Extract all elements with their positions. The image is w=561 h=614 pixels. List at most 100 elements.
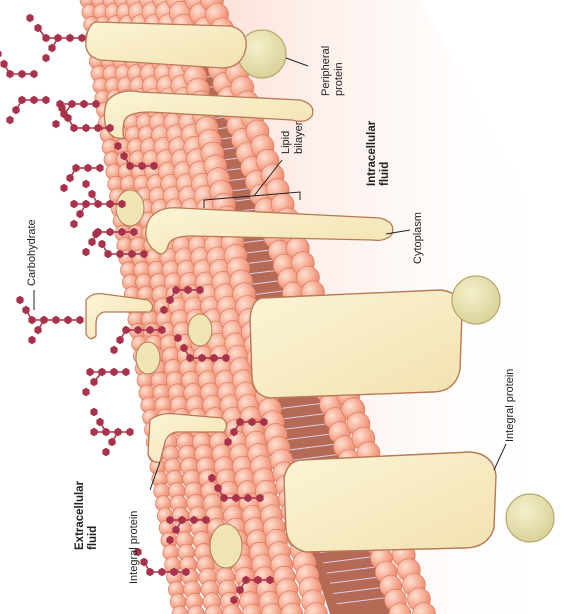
lipid-tail-line <box>326 566 375 574</box>
carbohydrate-unit <box>256 493 264 503</box>
carbohydrate-unit <box>224 437 232 447</box>
lipid-tail-line <box>286 443 335 451</box>
carbohydrate-unit <box>190 515 198 525</box>
carbohydrate-unit <box>88 189 96 199</box>
carbohydrate-unit <box>42 95 50 105</box>
carbohydrate-unit <box>166 535 174 545</box>
carbohydrate-chain <box>230 575 274 605</box>
label-lipid-bilayer-line1: Lipid <box>280 130 292 154</box>
carbohydrate-unit <box>66 33 74 43</box>
carbohydrate-unit <box>128 249 136 259</box>
carbohydrate-chain <box>82 367 130 397</box>
carbohydrate-unit <box>0 59 8 69</box>
carbohydrate-unit <box>158 325 166 335</box>
carbohydrate-chain <box>82 227 138 257</box>
carbohydrate-unit <box>214 483 222 493</box>
peripheral-protein-mid <box>451 275 501 325</box>
lipid-head <box>171 605 189 614</box>
label-extracellular-fluid-line1: Extracellular <box>74 480 86 550</box>
carbohydrate-unit <box>110 367 118 377</box>
carbohydrate-unit <box>198 353 206 363</box>
label-intracellular-fluid: Intracellular fluid <box>366 121 392 186</box>
carbohydrate-chain <box>92 229 148 259</box>
lipid-tail-line <box>283 433 332 441</box>
lipid-tail-line <box>276 413 325 421</box>
label-peripheral-protein: Peripheral protein <box>320 46 345 96</box>
lipid-tail-line <box>329 576 379 584</box>
carbohydrate-unit <box>82 387 90 397</box>
carbohydrate-unit <box>248 417 256 427</box>
carbohydrate-unit <box>230 427 238 437</box>
carbohydrate-unit <box>222 353 230 363</box>
label-integral-protein-left-text: Integral protein <box>128 510 140 584</box>
lipid-head <box>241 603 263 614</box>
carbohydrate-unit <box>118 227 126 237</box>
carbohydrate-unit <box>84 163 92 173</box>
lipid-tail-line <box>279 423 329 431</box>
carbohydrate-unit <box>184 285 192 295</box>
lipid-tail-line <box>289 454 339 461</box>
carbohydrate-chain <box>224 417 268 447</box>
carbohydrate-chain <box>60 163 104 193</box>
carbohydrate-unit <box>30 69 38 79</box>
label-extracellular-fluid-line2: fluid <box>87 525 100 550</box>
integral-protein-small-left-1 <box>85 292 154 340</box>
carbohydrate-unit <box>126 427 134 437</box>
carbohydrate-unit <box>108 437 116 447</box>
carbohydrate-unit <box>158 567 166 577</box>
carbohydrate-unit <box>34 325 42 335</box>
label-peripheral-protein-line1: Peripheral <box>320 45 332 96</box>
carbohydrate-chain <box>166 515 210 545</box>
leader-integral-protein-right <box>493 443 507 471</box>
integral-protein-small-left-2 <box>147 412 228 463</box>
carbohydrate-unit <box>116 249 124 259</box>
carbohydrate-unit <box>86 367 94 377</box>
carbohydrate-unit <box>90 407 98 417</box>
carbohydrate-unit <box>58 103 66 113</box>
label-lipid-bilayer-line2: bilayer <box>292 121 305 154</box>
carbohydrate-unit <box>80 99 88 109</box>
carbohydrate-unit <box>60 183 68 193</box>
integral-protein-large-lower <box>283 451 497 553</box>
carbohydrate-unit <box>140 249 148 259</box>
lipid-tail-line <box>333 587 382 595</box>
carbohydrate-unit <box>78 33 86 43</box>
carbohydrate-chain <box>52 99 100 129</box>
leader-cytoplasm <box>385 229 411 235</box>
carbohydrate-unit <box>170 567 178 577</box>
carbohydrate-unit <box>88 237 96 247</box>
carbohydrate-chain <box>58 103 114 133</box>
integral-protein-large-upper <box>249 289 463 399</box>
carbohydrate-unit <box>90 427 98 437</box>
carbohydrate-unit <box>76 209 84 219</box>
lipid-head <box>388 602 412 614</box>
carbohydrate-chain <box>90 407 134 457</box>
carbohydrate-unit <box>230 595 238 605</box>
carbohydrate-unit <box>174 333 182 343</box>
carbohydrate-unit <box>96 163 104 173</box>
carbohydrate-chain <box>70 179 126 229</box>
lipid-head <box>222 604 242 614</box>
carbohydrate-unit <box>90 377 98 387</box>
carbohydrate-chain <box>174 333 230 363</box>
carbohydrate-unit <box>70 219 78 229</box>
carbohydrate-chain <box>110 325 166 355</box>
integral-protein-blob-2 <box>135 341 161 375</box>
carbohydrate-unit <box>22 305 30 315</box>
carbohydrate-unit <box>110 345 118 355</box>
carbohydrate-unit <box>210 353 218 363</box>
carbohydrate-chain <box>134 547 190 577</box>
label-cytoplasm: Cytoplasm <box>412 212 425 264</box>
lipid-head <box>280 602 304 614</box>
lipid-tail-line <box>336 597 385 605</box>
carbohydrate-unit <box>232 493 240 503</box>
carbohydrate-unit <box>130 227 138 237</box>
leader-peripheral-protein <box>285 57 309 67</box>
carbohydrate-unit <box>52 315 60 325</box>
carbohydrate-unit <box>64 315 72 325</box>
carbohydrate-unit <box>52 119 60 129</box>
carbohydrate-unit <box>66 173 74 183</box>
carbohydrate-chain <box>16 295 84 345</box>
integral-protein-arc-2 <box>145 207 394 255</box>
label-integral-protein-left: Integral protein <box>128 511 141 584</box>
